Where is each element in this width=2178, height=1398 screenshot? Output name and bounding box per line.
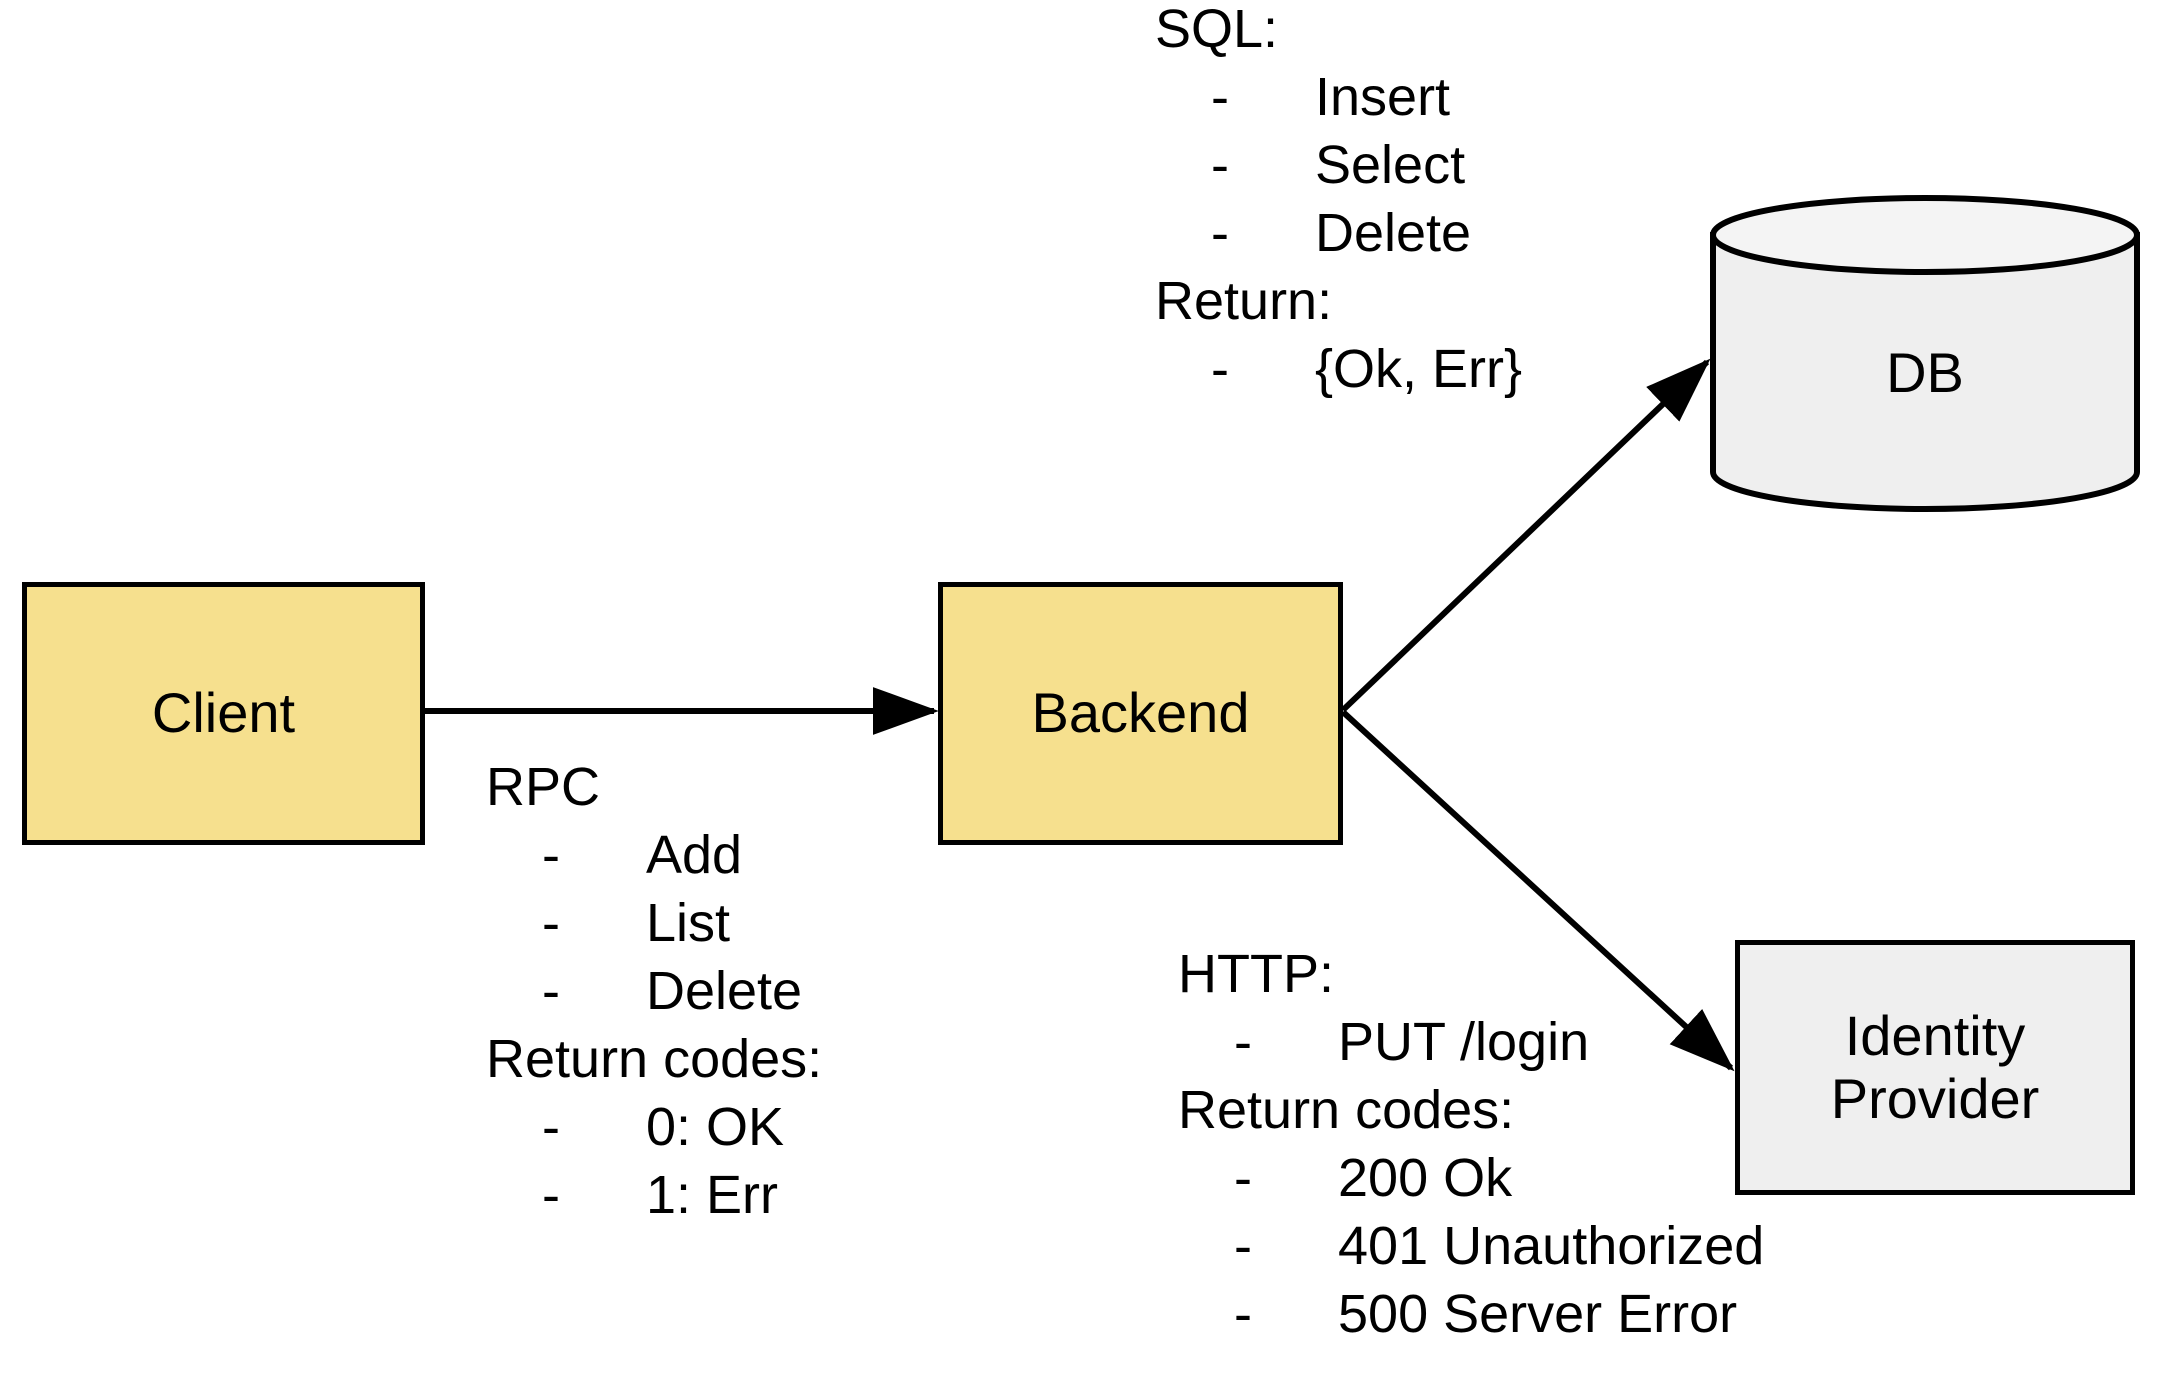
annotation-sql-heading: SQL: xyxy=(1155,0,1279,59)
bullet-dash-icon: - xyxy=(1211,339,1229,399)
annotation-sql-item-2-label: Delete xyxy=(1315,203,1472,263)
annotation-sql: SQL: - Insert - Select - Delete Return: - {O… xyxy=(1155,2,1522,410)
bullet-dash-icon: - xyxy=(542,825,560,885)
annotation-sql-item-0: - Insert xyxy=(1155,70,1522,124)
annotation-rpc-item-2: - Delete xyxy=(486,964,822,1018)
annotation-rpc-return-heading: Return codes: xyxy=(486,1029,823,1089)
annotation-sql-item-2: - Delete xyxy=(1155,206,1522,260)
node-identity-provider-label: Identity Provider xyxy=(1830,1003,2040,1130)
bullet-dash-icon: - xyxy=(1211,67,1229,127)
annotation-http-item-0-label: PUT /login xyxy=(1338,1012,1590,1072)
bullet-dash-icon: - xyxy=(542,961,560,1021)
bullet-dash-icon: - xyxy=(1211,135,1229,195)
edge-backend-to-db xyxy=(1340,358,1711,713)
annotation-rpc: RPC - Add - List - Delete Return codes: - 0:… xyxy=(486,760,822,1236)
node-client[interactable]: Client xyxy=(22,582,425,845)
annotation-rpc-item-1: - List xyxy=(486,896,822,950)
annotation-http-return-item-2: - 500 Server Error xyxy=(1178,1287,1764,1341)
annotation-rpc-item-2-label: Delete xyxy=(646,961,803,1021)
bullet-dash-icon: - xyxy=(1234,1216,1252,1276)
bullet-dash-icon: - xyxy=(1234,1148,1252,1208)
bullet-dash-icon: - xyxy=(542,1165,560,1225)
edge-backend-to-identity-provider xyxy=(1340,709,1735,1072)
annotation-rpc-return-item-1-label: 1: Err xyxy=(646,1165,779,1225)
annotation-rpc-item-1-label: List xyxy=(646,893,731,953)
annotation-sql-return-heading: Return: xyxy=(1155,271,1333,331)
annotation-sql-item-1: - Select xyxy=(1155,138,1522,192)
annotation-http-return-item-1-label: 401 Unauthorized xyxy=(1338,1216,1765,1276)
annotation-http-item-0: - PUT /login xyxy=(1178,1015,1764,1069)
annotation-rpc-return-item-1: - 1: Err xyxy=(486,1168,822,1222)
bullet-dash-icon: - xyxy=(542,1097,560,1157)
annotation-http: HTTP: -PUT /login Return codes: -200 Ok … xyxy=(1178,947,1764,1355)
annotation-rpc-item-0-label: Add xyxy=(646,825,743,885)
node-backend[interactable]: Backend xyxy=(938,582,1343,845)
bullet-dash-icon: - xyxy=(1234,1012,1252,1072)
annotation-rpc-return-item-0: - 0: OK xyxy=(486,1100,822,1154)
bullet-dash-icon: - xyxy=(1211,203,1229,263)
bullet-dash-icon: - xyxy=(1234,1284,1252,1344)
node-db-label: DB xyxy=(1886,341,1964,405)
node-db[interactable]: DB xyxy=(1710,195,2140,512)
annotation-http-return-item-0-label: 200 Ok xyxy=(1338,1148,1513,1208)
bullet-dash-icon: - xyxy=(542,893,560,953)
annotation-http-return-item-0: - 200 Ok xyxy=(1178,1151,1764,1205)
annotation-http-return-heading: Return codes: xyxy=(1178,1080,1515,1140)
node-backend-label: Backend xyxy=(1031,681,1250,745)
annotation-http-heading: HTTP: xyxy=(1178,944,1334,1004)
annotation-sql-item-1-label: Select xyxy=(1315,135,1466,195)
annotation-http-return-item-2-label: 500 Server Error xyxy=(1338,1284,1738,1344)
node-client-label: Client xyxy=(151,681,296,745)
database-cylinder-icon xyxy=(1710,195,2140,512)
annotation-rpc-return-item-0-label: 0: OK xyxy=(646,1097,785,1157)
node-identity-provider[interactable]: Identity Provider xyxy=(1735,940,2135,1195)
annotation-rpc-item-0: - Add xyxy=(486,828,822,882)
annotation-http-return-item-1: - 401 Unauthorized xyxy=(1178,1219,1764,1273)
annotation-rpc-heading: RPC xyxy=(486,757,601,817)
annotation-sql-return-item-0-label: {Ok, Err} xyxy=(1315,339,1523,399)
annotation-sql-return-item-0: - {Ok, Err} xyxy=(1155,342,1522,396)
annotation-sql-item-0-label: Insert xyxy=(1315,67,1451,127)
